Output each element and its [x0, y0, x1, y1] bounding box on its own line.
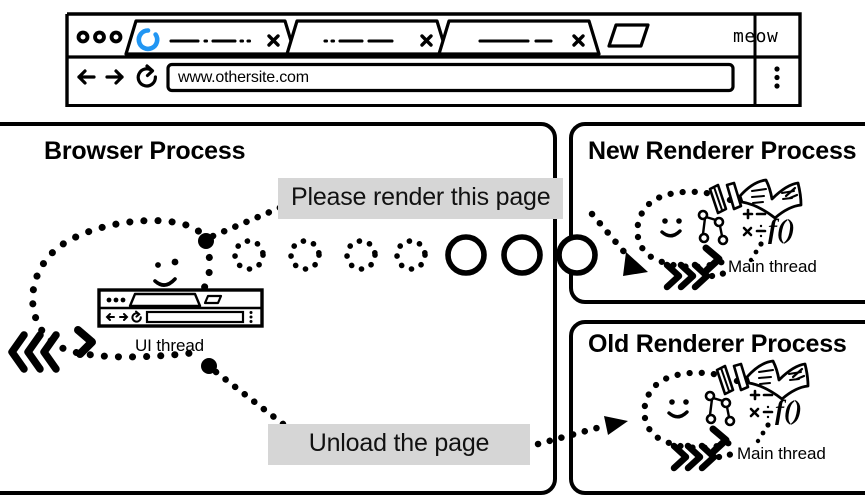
unload-page-leader — [201, 358, 287, 428]
browser-tab-1[interactable] — [124, 19, 297, 56]
new-renderer-chevrons-icon — [663, 261, 711, 291]
ui-thread-motion-loop — [29, 217, 209, 361]
browser-tab-3[interactable] — [437, 19, 601, 56]
function-icon: f() — [768, 214, 795, 244]
new-renderer-trail-dots — [708, 268, 734, 280]
new-tab-button[interactable] — [607, 23, 650, 48]
old-renderer-falling-dots — [755, 422, 771, 444]
url-bar[interactable] — [166, 62, 735, 93]
url-text[interactable]: www.othersite.com — [178, 69, 309, 86]
panel-title-old-renderer-process: Old Renderer Process — [588, 330, 847, 358]
new-renderer-work-icons: f() — [697, 178, 803, 263]
forward-arrow-icon[interactable] — [105, 69, 124, 85]
function-icon: f() — [775, 395, 802, 425]
math-symbols-icon — [749, 389, 774, 419]
window-controls[interactable] — [76, 30, 123, 44]
dom-tree-icon — [697, 209, 729, 246]
new-renderer-falling-dots — [748, 241, 764, 263]
ui-thread-loop-chevron-icon — [74, 326, 96, 358]
please-render-leader — [198, 202, 288, 249]
panel-title-browser-process: Browser Process — [44, 137, 246, 165]
old-renderer-chevrons-icon — [670, 442, 718, 472]
panel-browser-process-outline — [0, 122, 557, 495]
svg-text:f(): f() — [768, 214, 795, 244]
old-renderer-work-icons: f() — [704, 359, 810, 444]
ui-thread-smiley-face-icon — [153, 258, 179, 287]
toolbar-nav-icons[interactable] — [77, 64, 780, 89]
browser-tab-2[interactable] — [285, 19, 449, 56]
old-renderer-smiley-face-icon — [667, 399, 689, 419]
tab-loading-spinner-icon — [136, 28, 160, 52]
pencils-icon — [715, 362, 750, 396]
thread-label-new-main-thread: Main thread — [728, 257, 817, 276]
tab-2-close-icon[interactable] — [420, 34, 433, 47]
loading-circles-row — [232, 234, 598, 276]
tab-3-close-icon[interactable] — [572, 34, 585, 47]
panel-old-renderer-outline — [569, 320, 865, 495]
old-renderer-trail-dots — [715, 449, 741, 461]
new-renderer-smiley-face-icon — [660, 218, 682, 238]
old-renderer-thread-loop — [641, 369, 741, 451]
tab-1-close-icon[interactable] — [267, 34, 280, 47]
dom-tree-icon — [704, 390, 736, 427]
svg-text:f(): f() — [775, 395, 802, 425]
thread-label-old-main-thread: Main thread — [737, 444, 826, 463]
unload-page-arrow — [534, 416, 628, 448]
panel-title-new-renderer-process: New Renderer Process — [588, 137, 857, 165]
pencils-icon — [708, 181, 743, 215]
panel-new-renderer-outline — [569, 122, 865, 304]
browser-window-frame — [65, 12, 802, 107]
open-book-icon — [745, 359, 810, 401]
message-unload-the-page: Unload the page — [268, 424, 530, 465]
message-please-render-this-page: Please render this page — [278, 178, 564, 219]
thread-label-ui-thread: UI thread — [135, 336, 205, 355]
new-renderer-loop-chevron-icon — [702, 244, 723, 274]
math-symbols-icon — [742, 208, 767, 238]
old-renderer-loop-chevron-icon — [709, 425, 730, 455]
please-render-arrow — [588, 210, 648, 276]
ui-thread-browser-glyph-icon — [97, 288, 264, 328]
open-book-icon — [738, 178, 803, 220]
motion-chevrons-left-icon — [8, 331, 60, 373]
reload-arrow-icon[interactable] — [136, 64, 158, 88]
profile-label: meow — [733, 26, 779, 47]
kebab-menu-icon[interactable] — [774, 66, 780, 89]
back-arrow-icon[interactable] — [77, 69, 96, 85]
new-renderer-thread-loop — [634, 188, 734, 270]
ui-thread-inner-arc — [192, 239, 214, 304]
